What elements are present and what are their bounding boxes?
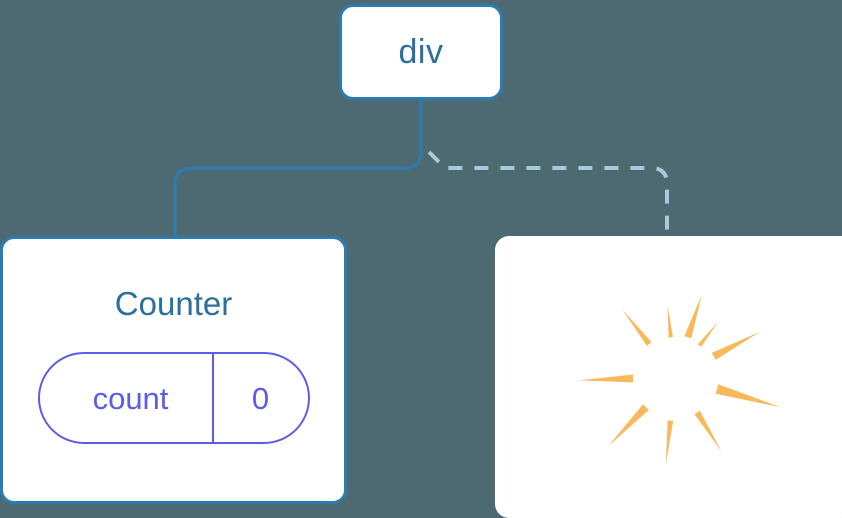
burst-ray-0 — [684, 295, 702, 339]
node-counter[interactable]: Counter count 0 — [0, 236, 347, 504]
node-counter-label: Counter — [114, 285, 233, 322]
burst-ray-4 — [608, 404, 649, 447]
burst-ray-3 — [579, 374, 634, 383]
node-div[interactable]: div — [339, 4, 503, 100]
diagram-canvas: div Counter count 0 — [0, 4, 842, 518]
node-div-label: div — [398, 33, 444, 71]
edge-root-counter — [173, 98, 423, 238]
burst-ray-9 — [697, 321, 719, 347]
burst-rays-svg — [579, 295, 781, 465]
state-pill-count[interactable]: count 0 — [37, 352, 310, 444]
state-key: count — [40, 354, 214, 442]
node-burst[interactable] — [495, 236, 842, 518]
burst-ray-7 — [715, 384, 781, 408]
burst-ray-6 — [694, 410, 722, 452]
edge-root-burst — [427, 150, 669, 236]
burst-rays-icon — [525, 242, 825, 512]
burst-ray-2 — [622, 309, 652, 346]
burst-ray-5 — [665, 420, 674, 465]
state-value: 0 — [251, 380, 270, 416]
burst-ray-1 — [667, 305, 673, 338]
burst-ray-8 — [711, 331, 760, 360]
